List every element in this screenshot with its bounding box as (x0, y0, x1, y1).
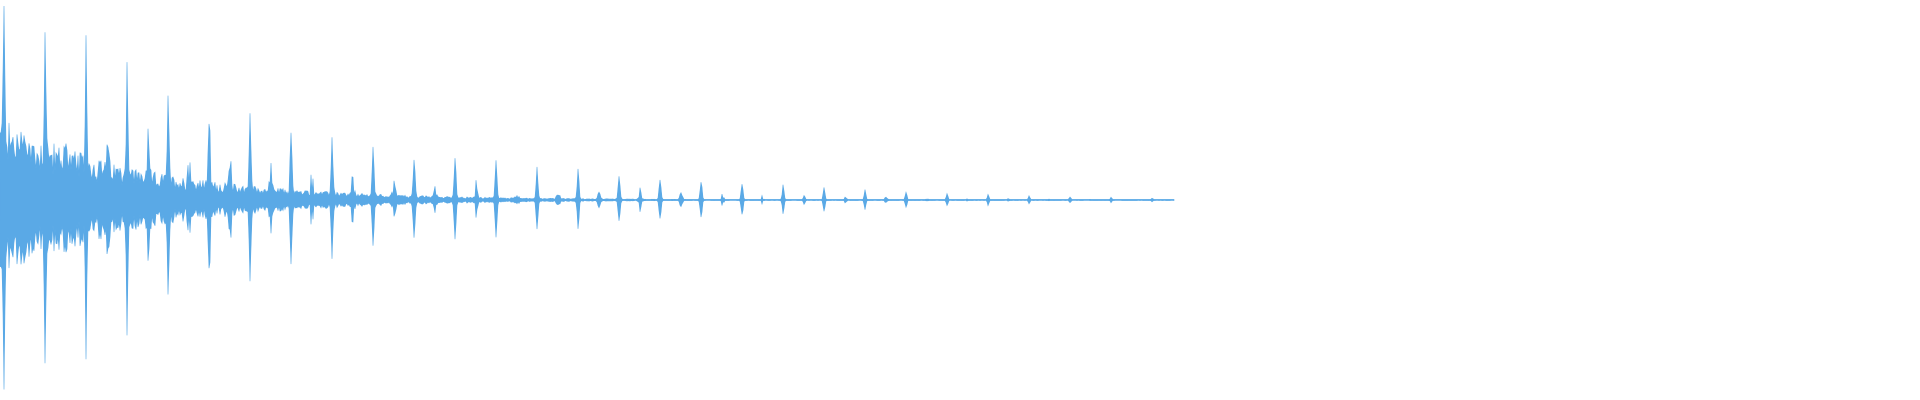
waveform-envelope (0, 5, 1175, 390)
